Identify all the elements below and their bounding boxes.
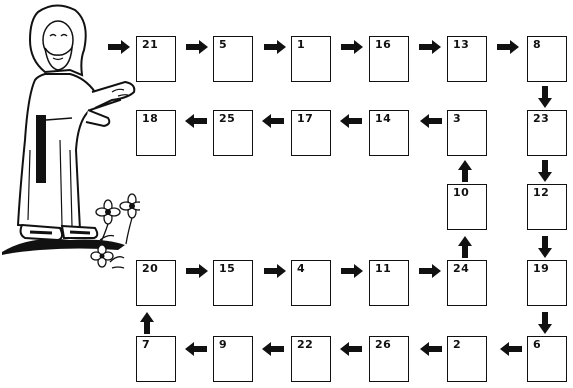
number-box[interactable]: 13 [447, 36, 487, 82]
box-number: 21 [142, 38, 158, 51]
arrow-icon [341, 40, 363, 54]
box-number: 7 [142, 338, 150, 351]
box-number: 24 [453, 262, 469, 275]
number-box[interactable]: 18 [136, 110, 176, 156]
number-box[interactable]: 25 [213, 110, 253, 156]
number-box[interactable]: 1 [291, 36, 331, 82]
number-box[interactable]: 8 [527, 36, 567, 82]
box-number: 23 [533, 112, 549, 125]
arrow-icon [458, 236, 472, 258]
box-number: 20 [142, 262, 158, 275]
arrow-icon [538, 236, 552, 258]
number-box[interactable]: 7 [136, 336, 176, 382]
box-number: 8 [533, 38, 541, 51]
arrow-icon [262, 342, 284, 356]
arrow-icon [419, 40, 441, 54]
box-number: 22 [297, 338, 313, 351]
number-box[interactable]: 2 [447, 336, 487, 382]
number-box[interactable]: 24 [447, 260, 487, 306]
arrow-icon [500, 342, 522, 356]
arrow-icon [497, 40, 519, 54]
number-box[interactable]: 9 [213, 336, 253, 382]
arrow-icon [419, 264, 441, 278]
arrow-icon [538, 160, 552, 182]
number-box[interactable]: 5 [213, 36, 253, 82]
arrow-icon [420, 342, 442, 356]
number-box[interactable]: 21 [136, 36, 176, 82]
number-box[interactable]: 14 [369, 110, 409, 156]
number-box[interactable]: 23 [527, 110, 567, 156]
box-number: 26 [375, 338, 391, 351]
number-box[interactable]: 16 [369, 36, 409, 82]
number-box[interactable]: 3 [447, 110, 487, 156]
number-box[interactable]: 22 [291, 336, 331, 382]
arrow-icon [108, 40, 130, 54]
arrow-icon [420, 114, 442, 128]
number-box[interactable]: 12 [527, 184, 567, 230]
arrow-icon [340, 114, 362, 128]
arrow-icon [538, 86, 552, 108]
number-box[interactable]: 15 [213, 260, 253, 306]
arrow-icon [186, 40, 208, 54]
arrow-icon [341, 264, 363, 278]
box-number: 13 [453, 38, 469, 51]
number-box[interactable]: 10 [447, 184, 487, 230]
box-number: 19 [533, 262, 549, 275]
box-number: 9 [219, 338, 227, 351]
arrow-icon [185, 342, 207, 356]
arrow-icon [186, 264, 208, 278]
box-number: 2 [453, 338, 461, 351]
box-number: 11 [375, 262, 391, 275]
daisy-flowers-icon [96, 194, 140, 244]
arrow-icon [458, 160, 472, 182]
box-number: 15 [219, 262, 235, 275]
number-box[interactable]: 26 [369, 336, 409, 382]
box-number: 4 [297, 262, 305, 275]
arrow-icon [538, 312, 552, 334]
arrow-icon [262, 114, 284, 128]
flower-cluster-icon [88, 240, 128, 274]
box-number: 25 [219, 112, 235, 125]
box-number: 12 [533, 186, 549, 199]
arrow-icon [264, 264, 286, 278]
arrow-icon [264, 40, 286, 54]
box-number: 6 [533, 338, 541, 351]
arrow-icon [185, 114, 207, 128]
arrow-icon [340, 342, 362, 356]
box-number: 5 [219, 38, 227, 51]
box-number: 1 [297, 38, 305, 51]
number-box[interactable]: 17 [291, 110, 331, 156]
box-number: 17 [297, 112, 313, 125]
box-number: 16 [375, 38, 391, 51]
box-number: 10 [453, 186, 469, 199]
box-number: 3 [453, 112, 461, 125]
arrow-icon [140, 312, 154, 334]
number-box[interactable]: 19 [527, 260, 567, 306]
box-number: 18 [142, 112, 158, 125]
number-box[interactable]: 11 [369, 260, 409, 306]
number-box[interactable]: 4 [291, 260, 331, 306]
number-box[interactable]: 6 [527, 336, 567, 382]
number-box[interactable]: 20 [136, 260, 176, 306]
box-number: 14 [375, 112, 391, 125]
